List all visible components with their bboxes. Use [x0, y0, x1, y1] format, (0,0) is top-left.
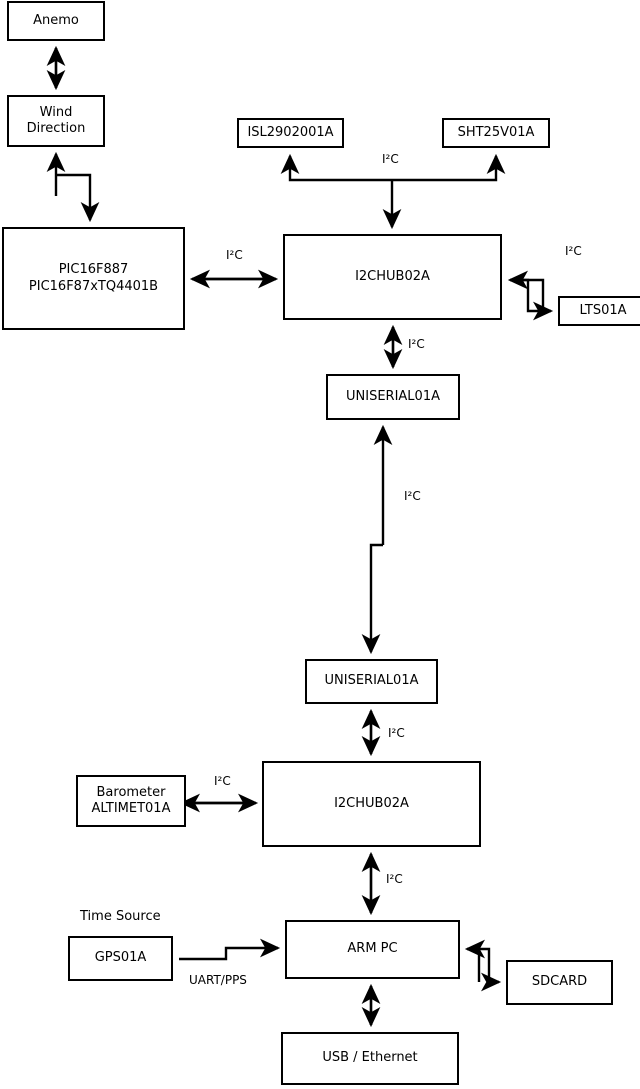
edge-label-i2c-uniserial-hub: I²C — [388, 726, 405, 740]
connector-hub-sensorbus-right — [392, 153, 506, 182]
node-sht25v01a-label: SHT25V01A — [457, 124, 535, 140]
label-time-source: Time Source — [80, 909, 161, 924]
node-barometer[interactable]: Barometer ALTIMET01A — [76, 775, 186, 827]
connector-hub-lts — [515, 278, 554, 321]
node-usb-ethernet-label: USB / Ethernet — [322, 1050, 418, 1066]
edge-label-i2c-pic-hub: I²C — [226, 248, 243, 262]
edge-label-uart-pps: UART/PPS — [189, 973, 247, 987]
node-sdcard-label: SDCARD — [531, 974, 588, 990]
node-uniserial01a-top[interactable]: UNISERIAL01A — [326, 374, 460, 420]
node-wind-direction[interactable]: Wind Direction — [7, 95, 105, 147]
connector-arm-sd — [470, 947, 502, 992]
edge-label-i2c-hub-uniserial: I²C — [408, 337, 425, 351]
connector-wind-pic-down — [56, 173, 100, 223]
connector-hub-sensorbus — [280, 153, 392, 182]
node-pic-mcu[interactable]: PIC16F887 PIC16F87xTQ4401B — [2, 227, 185, 330]
node-isl2902001a-label: ISL2902001A — [247, 124, 334, 140]
connector-sd-arm — [464, 939, 485, 982]
node-i2chub02a-bottom-label: I2CHUB02A — [334, 795, 409, 811]
connector-gps-arm — [179, 938, 281, 961]
connector-lts-hub — [507, 270, 545, 311]
node-uniserial01a-bottom-label: UNISERIAL01A — [324, 673, 419, 689]
node-i2chub02a-bottom[interactable]: I2CHUB02A — [262, 761, 481, 847]
edge-label-i2c-hub-arm: I²C — [386, 872, 403, 886]
connector-uni-link-down — [361, 543, 383, 655]
node-i2chub02a-top-label: I2CHUB02A — [355, 268, 430, 284]
node-lts01a[interactable]: LTS01A — [558, 296, 640, 326]
node-sht25v01a[interactable]: SHT25V01A — [442, 118, 550, 148]
node-anemo[interactable]: Anemo — [7, 1, 105, 41]
node-isl2902001a[interactable]: ISL2902001A — [237, 118, 344, 148]
node-pic-mcu-label: PIC16F887 PIC16F87xTQ4401B — [28, 262, 159, 294]
edge-label-i2c-hub-lts: I²C — [565, 244, 582, 258]
node-lts01a-label: LTS01A — [579, 302, 627, 318]
edge-label-i2c-uniserial-link: I²C — [404, 489, 421, 503]
node-arm-pc[interactable]: ARM PC — [285, 920, 460, 979]
node-usb-ethernet[interactable]: USB / Ethernet — [281, 1032, 459, 1085]
edge-label-i2c-hub-sensors: I²C — [382, 152, 399, 166]
node-anemo-label: Anemo — [33, 12, 79, 28]
node-wind-direction-label: Wind Direction — [26, 104, 86, 136]
node-uniserial01a-top-label: UNISERIAL01A — [346, 388, 440, 404]
node-gps01a[interactable]: GPS01A — [68, 936, 173, 981]
node-i2chub02a-top[interactable]: I2CHUB02A — [283, 234, 502, 320]
node-barometer-label: Barometer ALTIMET01A — [91, 784, 171, 816]
edge-label-i2c-barometer-hub: I²C — [214, 774, 231, 788]
node-uniserial01a-bottom[interactable]: UNISERIAL01A — [305, 659, 438, 704]
node-arm-pc-label: ARM PC — [347, 941, 398, 957]
node-sdcard[interactable]: SDCARD — [506, 960, 613, 1005]
node-gps01a-label: GPS01A — [94, 950, 147, 966]
